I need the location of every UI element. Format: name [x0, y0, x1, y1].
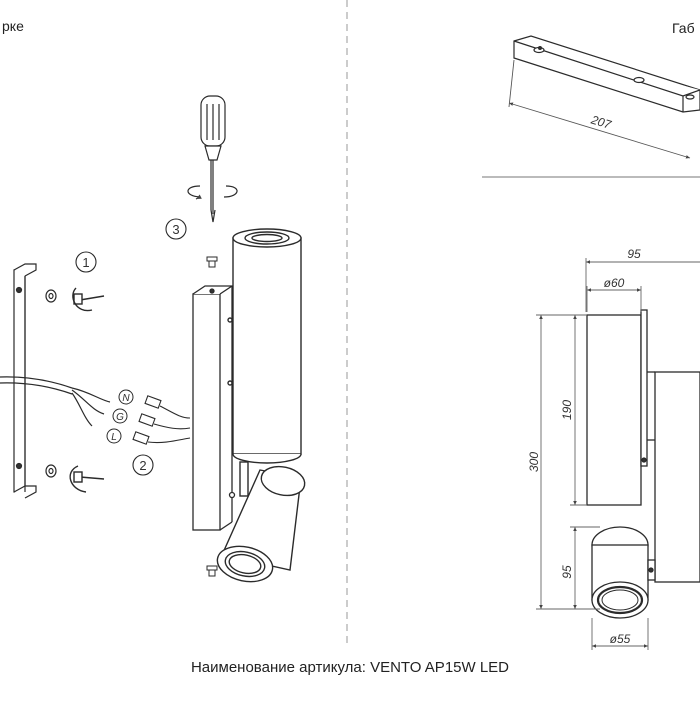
head-height-label: 95	[560, 565, 574, 579]
tube-diameter-label: ø60	[604, 276, 625, 290]
step-markers: 1 2 3	[75, 218, 187, 476]
wire-label-n: N	[122, 393, 130, 404]
screw-icon	[69, 287, 105, 493]
mounting-bar-view	[513, 35, 700, 113]
fixture-tube	[227, 228, 302, 464]
article-name: VENTO AP15W LED	[370, 659, 510, 676]
mount-length-label: 207	[589, 112, 614, 132]
fixing-screw-icon	[206, 256, 218, 577]
dimension-207	[508, 59, 691, 159]
wire-terminals	[132, 395, 191, 445]
washer-icon	[45, 289, 57, 478]
fixture-spot-head	[216, 461, 306, 583]
wire-label-l: L	[111, 432, 117, 443]
wire-label-g: G	[116, 412, 124, 423]
article-caption: Наименование артикула: VENTO AP15W LED	[0, 659, 700, 676]
head-diameter-label: ø55	[610, 632, 631, 646]
step-3-label: 3	[172, 222, 179, 237]
total-width-label: 95	[627, 247, 641, 261]
dimension-lines	[536, 258, 700, 650]
right-header-fragment: Габ	[672, 20, 695, 36]
step-2-label: 2	[139, 458, 146, 473]
total-height-label: 300	[527, 452, 541, 472]
tube-height-label: 190	[560, 400, 574, 420]
side-view	[586, 309, 700, 619]
step-1-label: 1	[82, 255, 89, 270]
mounting-bracket	[13, 263, 37, 499]
fixture-backplate	[192, 285, 236, 531]
left-header-fragment: рке	[2, 18, 24, 34]
wire-labels: N G L	[106, 389, 134, 444]
supply-cable	[0, 376, 111, 427]
screwdriver-icon	[187, 95, 238, 223]
article-caption-label: Наименование артикула:	[190, 659, 366, 676]
